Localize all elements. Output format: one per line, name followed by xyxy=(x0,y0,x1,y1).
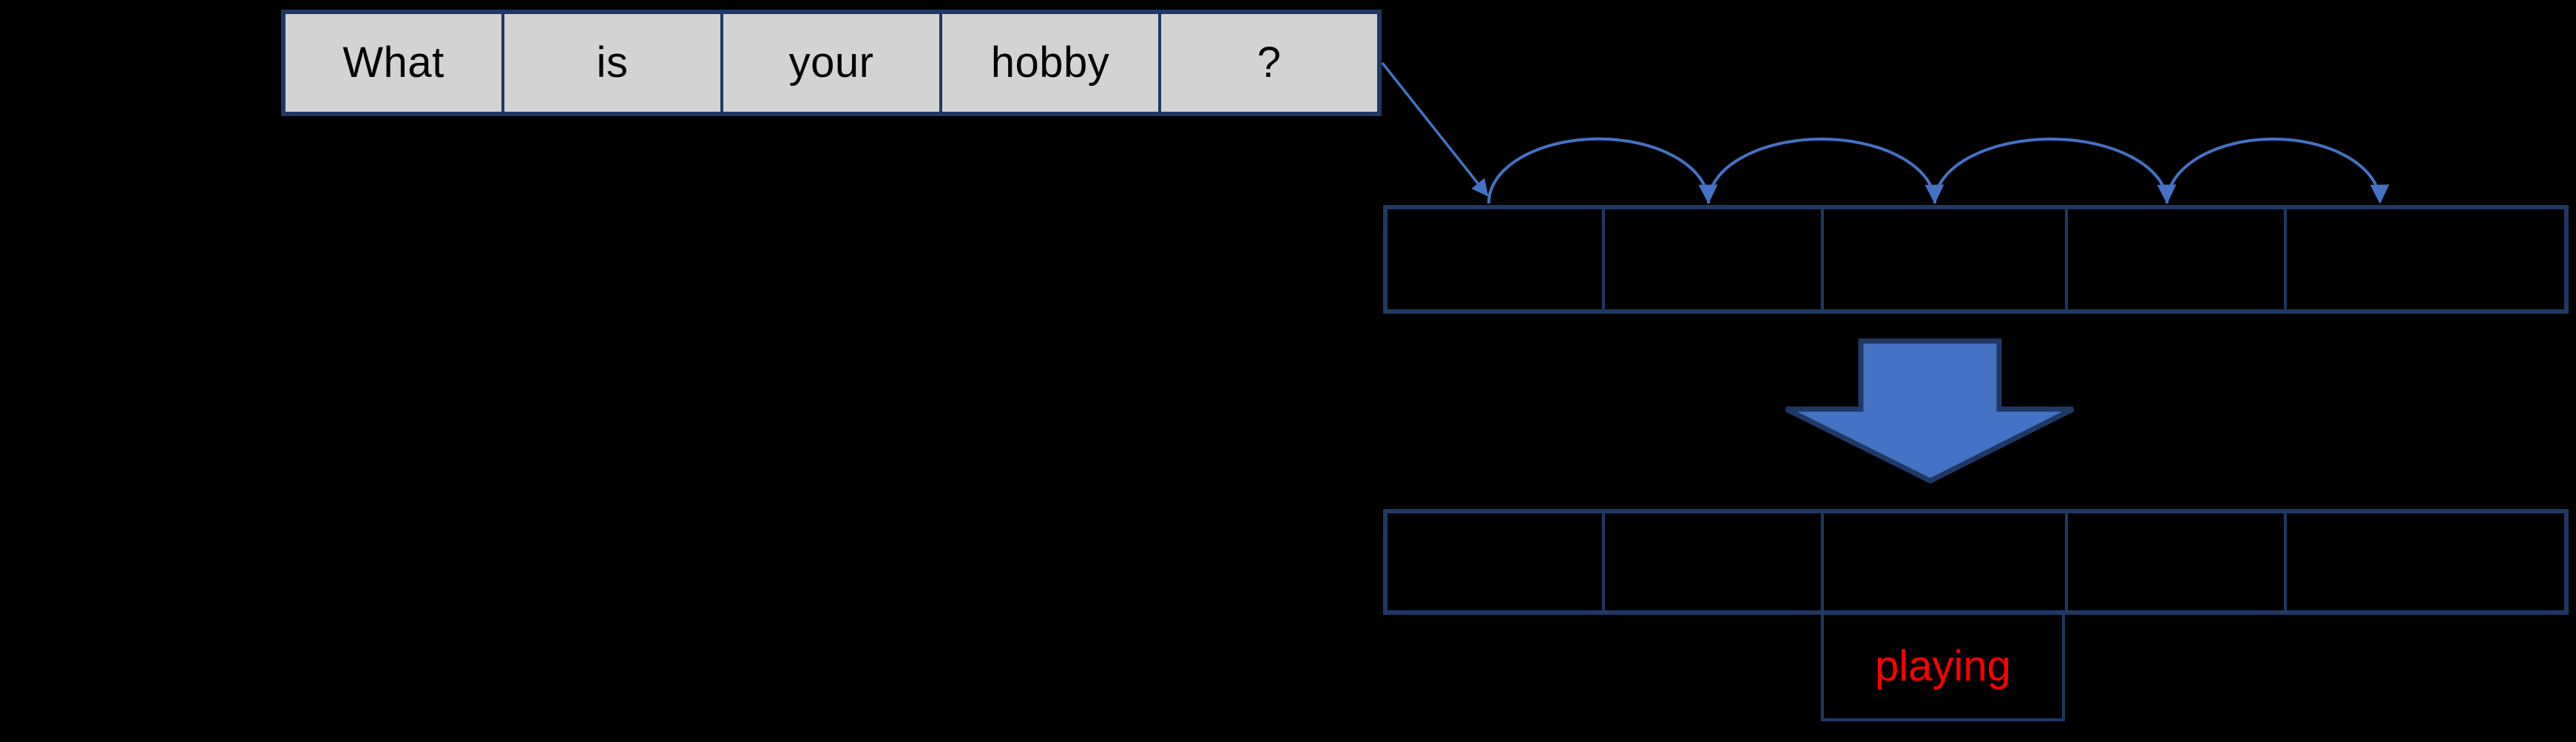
word-label: ? xyxy=(1257,38,1282,87)
word-label: is xyxy=(596,38,629,87)
output-cell xyxy=(2065,513,2284,610)
word-cell: hobby xyxy=(939,14,1158,112)
sentence-to-hidden-arrow xyxy=(1381,61,1489,197)
hidden-cell xyxy=(1602,209,1821,309)
hidden-state-row xyxy=(1383,205,2569,314)
word-cell: is xyxy=(501,14,720,112)
hop-arc-1 xyxy=(1487,137,1718,204)
hidden-cell xyxy=(1387,209,1602,309)
prediction-label: playing xyxy=(1875,642,2011,690)
transform-arrow xyxy=(1785,338,2075,484)
hop-arc-3 xyxy=(1933,138,2177,204)
word-cell: your xyxy=(720,14,939,112)
prediction-box: playing xyxy=(1821,615,2065,721)
word-cell: What xyxy=(285,14,501,112)
hidden-cell xyxy=(1821,209,2065,309)
output-cell xyxy=(2284,513,2564,610)
word-label: hobby xyxy=(990,38,1110,87)
hidden-cell xyxy=(2284,209,2564,309)
hidden-cell xyxy=(2065,209,2284,309)
output-cell xyxy=(1387,513,1602,610)
output-row xyxy=(1383,509,2569,615)
output-cell xyxy=(1821,513,2065,610)
word-cell: ? xyxy=(1158,14,1377,112)
sentence-row: What is your hobby ? xyxy=(281,10,1382,116)
word-label: What xyxy=(342,38,444,87)
output-cell xyxy=(1602,513,1821,610)
hop-arc-2 xyxy=(1706,138,1944,204)
hop-arc-4 xyxy=(2165,138,2390,204)
word-label: your xyxy=(788,38,874,87)
